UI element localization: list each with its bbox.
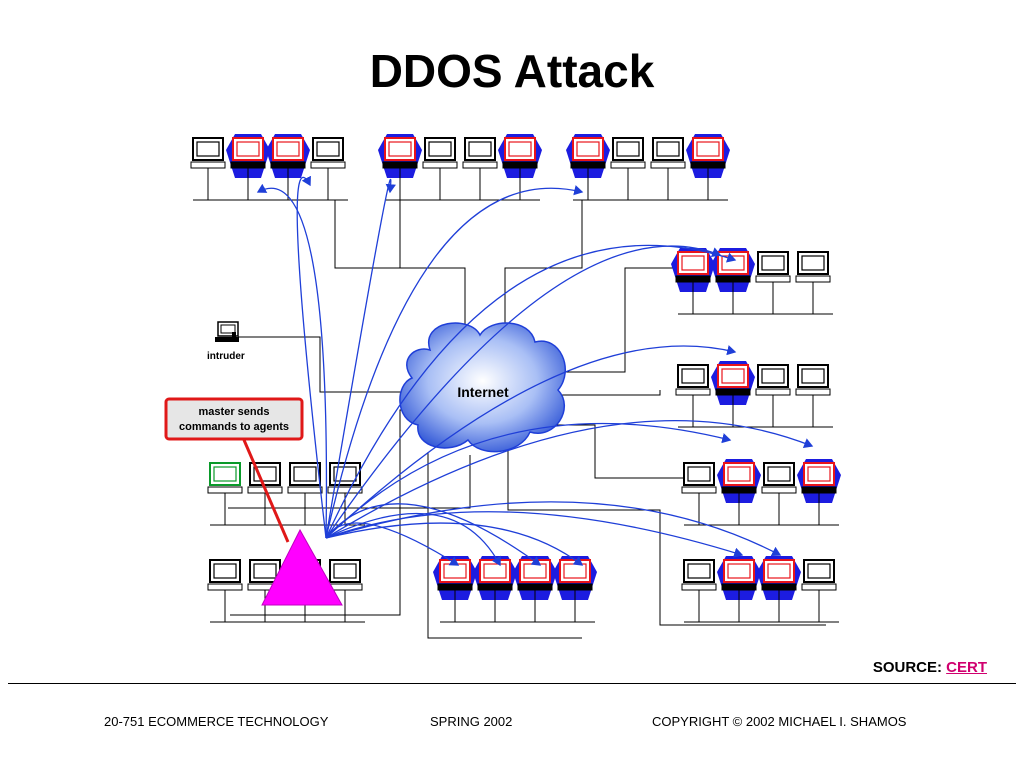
computer [610, 137, 646, 200]
footer-course: 20-751 ECOMMERCE TECHNOLOGY [104, 714, 329, 729]
slide-title: DDOS Attack [369, 45, 655, 97]
agent-computer [717, 459, 761, 525]
computer [190, 137, 226, 200]
command-arrows [256, 175, 814, 567]
computer [675, 364, 711, 427]
agent-computer [711, 248, 755, 314]
computers [190, 134, 841, 622]
agent-computer [711, 361, 755, 427]
agent-computer [513, 556, 557, 622]
computer [681, 462, 717, 525]
computer [247, 559, 283, 622]
computer [327, 559, 363, 622]
agent-computer [433, 556, 477, 622]
master-node [261, 528, 343, 606]
footer-term: SPRING 2002 [430, 714, 513, 729]
agent-computer [266, 134, 310, 200]
computer [207, 559, 243, 622]
computer [761, 462, 797, 525]
computer [755, 251, 791, 314]
computer [681, 559, 717, 622]
computer [310, 137, 346, 200]
callout-line-1: master sends [199, 406, 270, 418]
agent-computer [226, 134, 270, 200]
footer-divider [8, 683, 1016, 684]
source-prefix: SOURCE: [872, 659, 942, 676]
computer [462, 137, 498, 200]
internet-label: Internet [457, 384, 509, 400]
callout-box: master sends commands to agents [164, 397, 304, 543]
ddos-network-diagram: intruder Internet master sends commands … [164, 134, 841, 639]
agent-computer [473, 556, 517, 622]
agent-computer [566, 134, 610, 200]
attacker-computer [207, 462, 243, 525]
intruder-computer [215, 321, 239, 342]
agent-computer [797, 459, 841, 525]
computer [287, 462, 323, 525]
computer [755, 364, 791, 427]
source-link[interactable]: CERT [946, 659, 987, 676]
computer [650, 137, 686, 200]
computer [422, 137, 458, 200]
agent-computer [757, 556, 801, 622]
agent-computer [553, 556, 597, 622]
agent-computer [378, 134, 422, 200]
footer-copyright: COPYRIGHT © 2002 MICHAEL I. SHAMOS [652, 714, 907, 729]
agent-computer [671, 248, 715, 314]
intruder-label: intruder [207, 351, 245, 362]
computer [795, 364, 831, 427]
computer [801, 559, 837, 622]
computer [795, 251, 831, 314]
agent-computer [717, 556, 761, 622]
agent-computer [498, 134, 542, 200]
source-credit: SOURCE: CERT [873, 659, 987, 676]
network-wiring [193, 199, 839, 639]
agent-computer [686, 134, 730, 200]
internet-cloud [399, 322, 567, 453]
callout-line-2: commands to agents [179, 421, 289, 433]
